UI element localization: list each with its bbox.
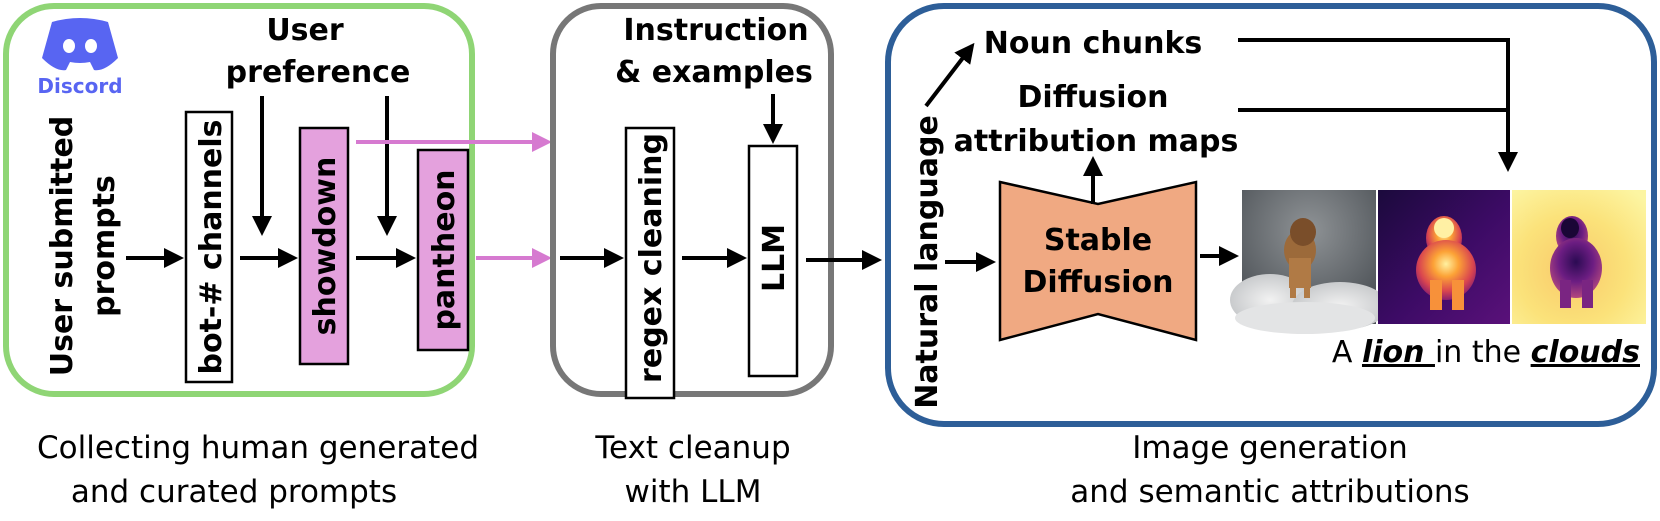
clouds-attribution-heatmap	[1512, 190, 1646, 324]
prompts-label: prompts	[87, 175, 122, 317]
showdown-box	[298, 126, 350, 366]
user-preference-label-line2: preference	[226, 55, 411, 90]
section3-caption-line1: Image generation	[1132, 430, 1408, 466]
pantheon-box	[416, 148, 470, 352]
section2-caption-line1: Text cleanup	[594, 430, 790, 466]
prompt-caption: A lion in the clouds	[1332, 335, 1640, 370]
prompt-a: A	[1332, 335, 1362, 370]
noun-chunks-label: Noun chunks	[984, 26, 1203, 61]
instruction-label-line2: & examples	[615, 55, 813, 90]
user-submitted-label: User submitted	[45, 116, 80, 377]
section2-border	[550, 3, 834, 397]
prompt-in-the: in the	[1435, 335, 1531, 370]
section3-caption-line2: and semantic attributions	[1070, 474, 1469, 510]
llm-label: LLM	[757, 224, 792, 292]
showdown-label: showdown	[308, 157, 343, 336]
stable-diffusion-label-line1: Stable	[1044, 223, 1152, 258]
section2-caption-line2: with LLM	[625, 474, 762, 510]
section-collecting-prompts: Discord User preference User submitted p…	[3, 3, 479, 510]
natural-language-label: Natural language	[910, 115, 945, 409]
regex-cleaning-label: regex cleaning	[634, 133, 669, 383]
user-preference-label-line1: User	[266, 13, 344, 48]
section1-caption-line2: and curated prompts	[71, 474, 397, 510]
discord-label: Discord	[37, 74, 122, 98]
prompt-clouds: clouds	[1531, 335, 1640, 370]
stable-diffusion-shape	[998, 180, 1198, 342]
attribution-maps-label-line1: Diffusion	[1018, 80, 1169, 115]
llm-box	[747, 144, 799, 378]
bot-channels-label: bot-# channels	[194, 119, 229, 374]
section-text-cleanup: Instruction & examples regex cleaning LL…	[550, 3, 834, 510]
bot-channels-box	[184, 110, 234, 384]
stable-diffusion-label-line2: Diffusion	[1023, 265, 1174, 300]
lion-in-clouds-photo	[1230, 190, 1388, 334]
pantheon-label: pantheon	[427, 169, 462, 330]
discord-logo-icon	[42, 18, 118, 71]
attribution-maps-label-line2: attribution maps	[954, 124, 1239, 159]
section1-caption-line1: Collecting human generated	[37, 430, 479, 466]
section3-border	[885, 3, 1657, 427]
prompt-lion: lion	[1362, 335, 1435, 370]
section-image-generation: Natural language Noun chunks Diffusion a…	[885, 3, 1657, 510]
instruction-label-line1: Instruction	[623, 13, 808, 48]
lion-attribution-heatmap	[1378, 190, 1510, 324]
regex-cleaning-box	[624, 126, 676, 400]
section1-border	[3, 3, 475, 397]
